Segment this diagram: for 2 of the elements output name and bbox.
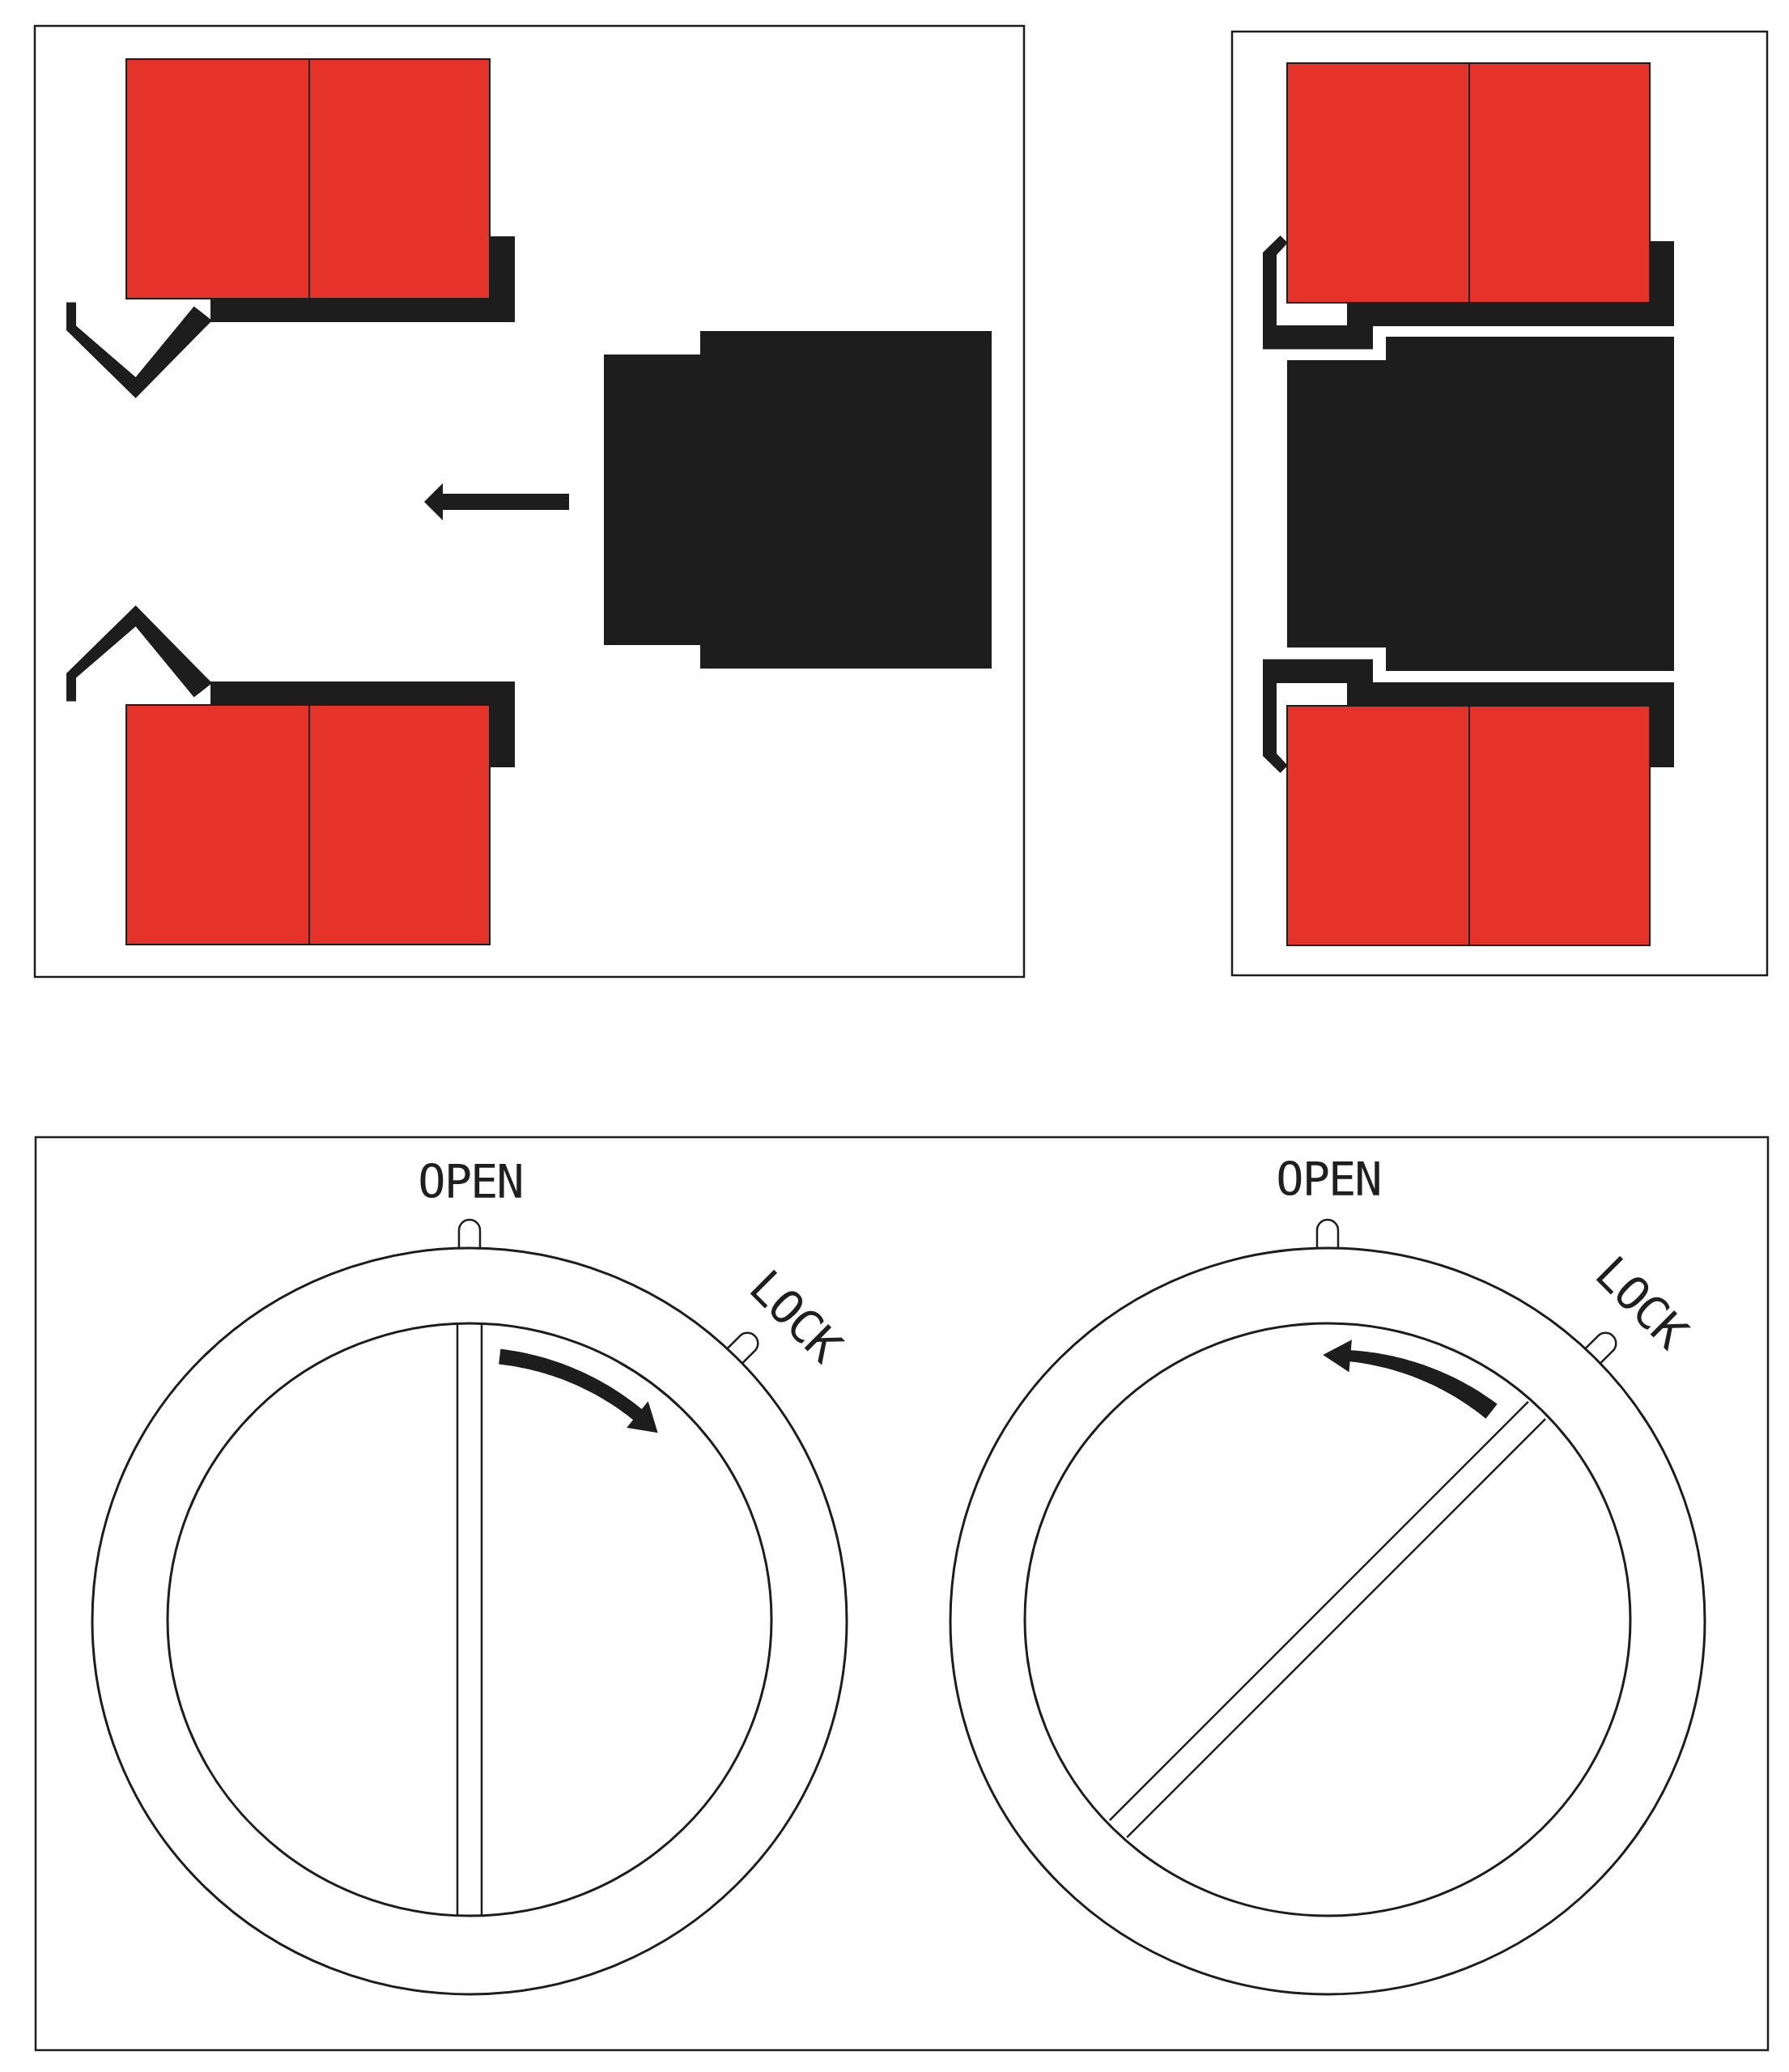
position-label: OPEN: [1276, 1156, 1381, 1203]
position-label: OPEN: [418, 1158, 523, 1205]
